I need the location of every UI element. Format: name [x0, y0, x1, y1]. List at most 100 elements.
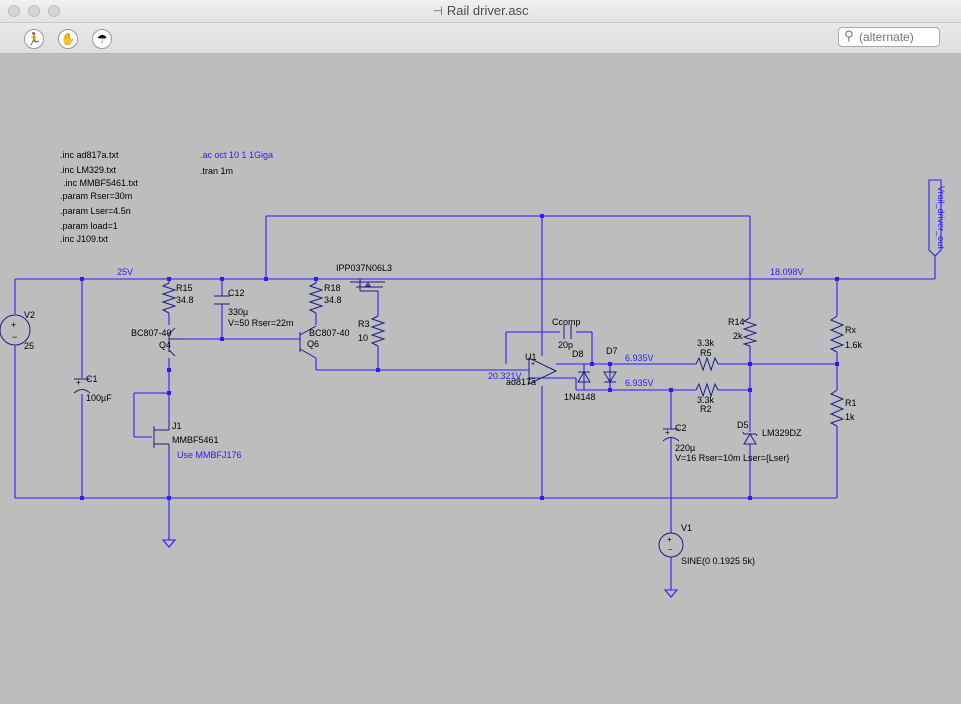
- label-value: 100µF: [86, 393, 112, 403]
- component-C12[interactable]: [214, 295, 230, 305]
- label-ref: C12: [228, 288, 245, 298]
- net-labels: 25V 18.098V 20.321V 6.935V 6.935V: [117, 267, 804, 388]
- label-ref: R2: [700, 404, 712, 414]
- directive-tran: .tran 1m: [200, 166, 233, 176]
- minimize-button[interactable]: [28, 5, 40, 17]
- directive: .inc MMBF5461.txt: [63, 178, 139, 188]
- label-ref: V1: [681, 523, 692, 533]
- component-D8[interactable]: [577, 371, 591, 383]
- component-U1[interactable]: + −: [528, 357, 558, 385]
- component-V1[interactable]: + −: [658, 532, 684, 558]
- directive-ac: .ac oct 10 1 1Giga: [200, 150, 273, 160]
- junctions: [80, 214, 839, 500]
- search-icon: ⚲: [844, 29, 854, 44]
- label-value: SINE(0 0.1925 5k): [681, 556, 755, 566]
- zoom-button[interactable]: [48, 5, 60, 17]
- component-D5[interactable]: [742, 431, 758, 445]
- component-labels: V2 25 C1 100µF R15 34.8 C12 330µ V=50 Rs…: [24, 263, 863, 566]
- net-label-rail-out: 18.098V: [770, 267, 804, 277]
- net-label-node1: 6.935V: [625, 353, 654, 363]
- component-R18[interactable]: [308, 282, 324, 314]
- title-bar: ⊣Rail driver.asc: [0, 0, 961, 23]
- spice-directives: .inc ad817a.txt .inc LM329.txt .inc MMBF…: [60, 150, 273, 244]
- net-label-25v: 25V: [117, 267, 133, 277]
- svg-text:−: −: [12, 332, 17, 342]
- label-value: 3.3k: [697, 395, 715, 405]
- label-ref: R1: [845, 398, 857, 408]
- component-M1[interactable]: [350, 279, 385, 292]
- label-value: 1k: [845, 412, 855, 422]
- output-net-label: Vrail_driver_out: [936, 186, 946, 249]
- net-label-node2: 6.935V: [625, 378, 654, 388]
- svg-text:+: +: [76, 378, 81, 387]
- component-C2[interactable]: +: [662, 428, 680, 442]
- component-D7[interactable]: [603, 371, 617, 383]
- component-Q4[interactable]: [168, 327, 184, 357]
- hand-icon[interactable]: ✋: [58, 29, 78, 49]
- component-V2[interactable]: + −: [0, 314, 31, 346]
- label-value: 3.3k: [697, 338, 715, 348]
- component-R2[interactable]: [695, 382, 719, 398]
- label-ref: C2: [675, 423, 687, 433]
- window-title-area: ⊣Rail driver.asc: [0, 3, 961, 18]
- component-Q6[interactable]: [299, 325, 317, 359]
- component-C1[interactable]: +: [73, 378, 91, 394]
- label-note: Use MMBFJ176: [177, 450, 242, 460]
- label-value: 220µ: [675, 443, 695, 453]
- label-ref: J1: [172, 421, 182, 431]
- label-ref: V2: [24, 310, 35, 320]
- label-value: 330µ: [228, 307, 248, 317]
- output-net-flag[interactable]: Vrail_driver_out: [928, 179, 946, 257]
- directive: .inc J109.txt: [60, 234, 109, 244]
- directive: .param load=1: [60, 221, 118, 231]
- label-value: 34.8: [176, 295, 194, 305]
- directive: .param Lser=4.5n: [60, 206, 131, 216]
- wires: [14, 215, 936, 590]
- close-button[interactable]: [8, 5, 20, 17]
- label-model: MMBF5461: [172, 435, 219, 445]
- label-model: BC807-40: [131, 328, 172, 338]
- component-R5[interactable]: [695, 356, 719, 372]
- component-J1[interactable]: [153, 421, 170, 453]
- svg-text:+: +: [11, 320, 16, 330]
- run-icon[interactable]: 🏃: [24, 29, 44, 49]
- label-ref: Rx: [845, 325, 856, 335]
- component-R15[interactable]: [161, 282, 177, 314]
- label-ref: D5: [737, 420, 749, 430]
- svg-text:+: +: [667, 535, 672, 544]
- label-ref: Q6: [307, 339, 319, 349]
- schematic-canvas[interactable]: + − +: [0, 54, 961, 704]
- label-value: 10: [358, 333, 368, 343]
- label-ref: R15: [176, 283, 193, 293]
- label-model: BC807-40: [309, 328, 350, 338]
- component-R3[interactable]: [370, 315, 386, 347]
- svg-text:+: +: [665, 428, 670, 437]
- directive: .inc ad817a.txt: [60, 150, 119, 160]
- label-ref: U1: [525, 352, 537, 362]
- svg-text:−: −: [531, 376, 535, 383]
- label-ref: R18: [324, 283, 341, 293]
- search-input[interactable]: [859, 29, 937, 45]
- label-value: 20p: [558, 340, 573, 350]
- component-R14[interactable]: [742, 317, 758, 347]
- label-value: 1.6k: [845, 340, 863, 350]
- label-value: 34.8: [324, 295, 342, 305]
- ground-icon: [663, 589, 679, 598]
- label-ref: R3: [358, 319, 370, 329]
- directive: .param Rser=30m: [60, 191, 132, 201]
- label-spec: V=16 Rser=10m Lser={Lser}: [675, 453, 789, 463]
- label-model: 1N4148: [564, 392, 596, 402]
- label-model: LM329DZ: [762, 428, 802, 438]
- toolbar: 🏃 ✋ ☂ ⚲: [0, 23, 961, 54]
- label-model: IPP037N06L3: [336, 263, 392, 273]
- component-Ccomp[interactable]: [563, 325, 572, 339]
- ground-icon: [161, 539, 177, 548]
- halt-icon[interactable]: ☂: [92, 29, 112, 49]
- directive: .inc LM329.txt: [60, 165, 117, 175]
- component-R1[interactable]: [829, 389, 845, 427]
- component-Rx[interactable]: [829, 315, 845, 353]
- net-label-opamp-in: 20.321V: [488, 371, 522, 381]
- search-field[interactable]: ⚲: [838, 27, 940, 47]
- label-ref: D7: [606, 346, 618, 356]
